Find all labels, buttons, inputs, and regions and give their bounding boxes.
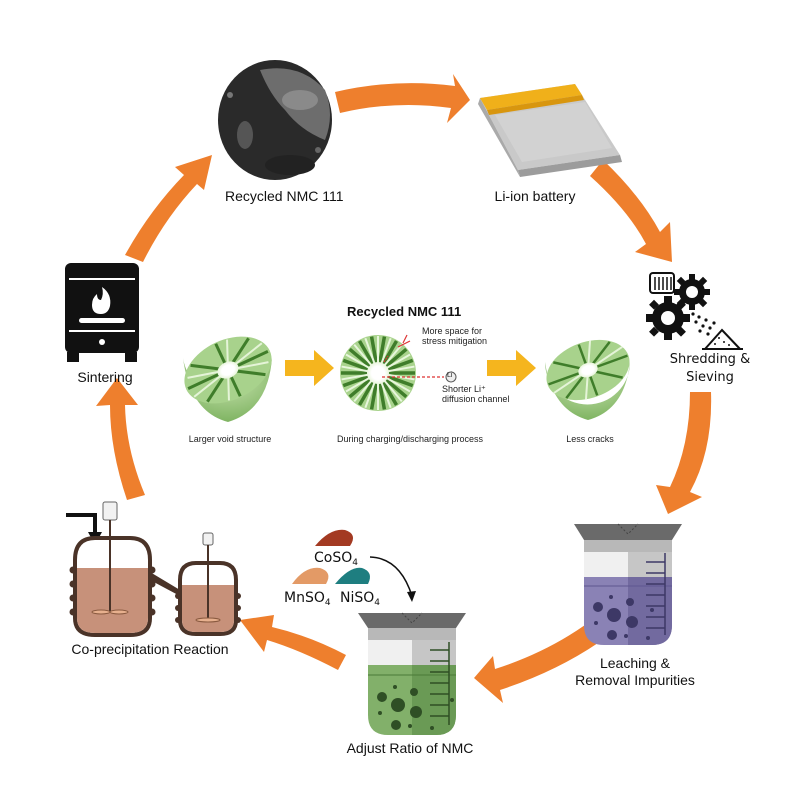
sphere-spoke-dark — [386, 358, 414, 372]
beaker-leaching — [574, 523, 682, 645]
hemisphere-less-cracks — [545, 339, 630, 420]
label-during-cycling: During charging/discharging process — [336, 434, 484, 444]
label-co-precipitation: Co-precipitation Reaction — [71, 641, 229, 657]
arrow-sintering-to-nmc — [125, 155, 212, 262]
feed-arrow — [66, 513, 97, 535]
sphere-spoke-light — [383, 380, 403, 402]
sphere-spoke-dark — [378, 382, 387, 410]
powder-pile-icon — [702, 328, 743, 350]
sphere-spoke-light — [353, 344, 373, 366]
hemisphere-larger-void — [183, 336, 272, 422]
nmc-particle-image — [218, 60, 332, 180]
sphere-spoke-dark — [381, 380, 399, 406]
annotation-diffusion-line2: diffusion channel — [442, 394, 510, 404]
stress-indicator — [402, 334, 408, 344]
arrow-center-1 — [285, 350, 334, 386]
label-shredding-line2: Sieving — [686, 370, 734, 385]
reagent-mnso4-subscript: 4 — [324, 598, 331, 608]
sphere-spoke-dark — [384, 378, 408, 399]
sphere-spoke-light — [353, 380, 373, 402]
label-li-ion-battery: Li-ion battery — [494, 188, 576, 204]
beaker-adjust-ratio — [358, 612, 466, 735]
sphere-spoke-dark — [384, 347, 408, 368]
sphere-spoke-dark — [342, 374, 370, 388]
arrow-coprecip-to-sintering — [96, 378, 145, 500]
sphere-spoke-dark — [357, 380, 375, 406]
mnso4-powder — [292, 567, 329, 584]
label-sintering: Sintering — [77, 369, 133, 385]
annotation-stress-line1: More space for — [422, 326, 483, 336]
cycle-arrows — [96, 74, 712, 703]
arrow-center-2 — [487, 350, 536, 386]
sphere-spoke-dark — [348, 347, 372, 368]
sphere-spoke-dark — [386, 374, 414, 388]
sphere-during-cycling — [340, 334, 457, 411]
reagent-niso4: NiSO4 — [340, 590, 380, 608]
sphere-spoke-light — [386, 377, 411, 393]
sphere-spoke-light — [386, 353, 411, 369]
label-leaching-line2: Removal Impurities — [575, 672, 695, 688]
label-shredding-line1: Shredding & — [669, 352, 751, 367]
reactor-vessels — [66, 501, 241, 637]
arrow-nmc-to-battery — [335, 74, 470, 123]
furnace-icon — [65, 263, 139, 362]
sphere-spoke-light — [387, 373, 415, 381]
niso4-powder — [335, 567, 370, 584]
gear-icon-small — [674, 274, 710, 310]
sphere-spoke-light — [380, 337, 392, 364]
sphere-spoke-dark — [369, 382, 378, 410]
arrow-adjust-to-coprecip — [240, 615, 346, 670]
li-symbol: Li — [447, 372, 453, 379]
reagent-arrow — [369, 556, 413, 597]
sphere-spoke-light — [345, 353, 370, 369]
annotation-stress-line2: stress mitigation — [422, 336, 488, 346]
sphere-spoke-light — [383, 344, 403, 366]
powder-dots — [691, 312, 716, 336]
arrow-leaching-to-adjust — [474, 625, 598, 703]
label-larger-void: Larger void structure — [188, 434, 272, 444]
sphere-spoke-light — [341, 373, 369, 381]
label-leaching-line1: Leaching & — [599, 655, 671, 671]
center-panel-title: Recycled NMC 111 — [347, 304, 462, 319]
label-recycled-nmc: Recycled NMC 111 — [225, 188, 344, 204]
sphere-spoke-light — [364, 337, 376, 364]
battery-image — [478, 84, 622, 177]
label-less-cracks: Less cracks — [566, 434, 614, 444]
sphere-spoke-light — [341, 365, 369, 373]
sphere-spoke-dark — [378, 336, 387, 364]
sphere-spoke-dark — [348, 378, 372, 399]
reagent-powders — [292, 529, 416, 602]
sphere-spoke-dark — [357, 340, 375, 366]
sphere-spoke-light — [387, 365, 415, 373]
arrow-shredding-to-leaching — [656, 392, 712, 514]
li-ion-marker — [445, 371, 457, 383]
reagent-coso4: CoSO4 — [314, 550, 358, 568]
reagent-mnso4: MnSO4 — [284, 590, 331, 608]
reagent-coso4-formula: CoSO — [314, 550, 353, 566]
flame-icon — [92, 287, 111, 314]
reagent-niso4-formula: NiSO — [340, 590, 375, 606]
arrow-battery-to-shredding — [590, 160, 672, 262]
shredding-icon — [646, 272, 743, 350]
sphere-spoke-light — [364, 382, 376, 409]
sphere-spoke-light — [380, 382, 392, 409]
sphere-spoke-light — [345, 377, 370, 393]
reagent-mnso4-formula: MnSO — [284, 590, 325, 606]
coso4-powder — [315, 529, 354, 546]
sphere-spoke-dark — [369, 336, 378, 364]
reagent-coso4-subscript: 4 — [352, 558, 358, 568]
reagent-niso4-subscript: 4 — [374, 598, 381, 608]
label-adjust-ratio: Adjust Ratio of NMC — [346, 740, 474, 756]
sphere-spoke-dark — [342, 358, 370, 372]
annotation-diffusion-line1: Shorter Li⁺ — [442, 384, 486, 394]
